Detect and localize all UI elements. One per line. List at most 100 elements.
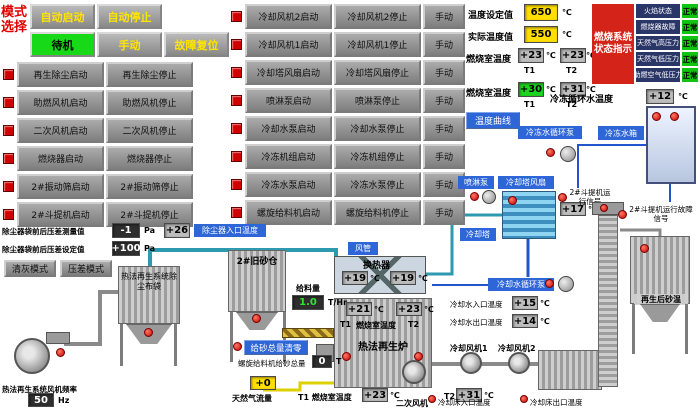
status-dot [252, 314, 261, 323]
spray-pump-start-button[interactable]: 喷淋泵启动 [245, 88, 332, 113]
air-low-pressure-label: 助燃空气低压力 [636, 68, 680, 82]
spray-pump-manual-button[interactable]: 手动 [423, 88, 465, 113]
regen-dust-start-button[interactable]: 再生除尘启动 [17, 62, 104, 87]
heat-exchanger-label: 换热器 [363, 261, 391, 271]
secondary-fan-start-button[interactable]: 二次风机启动 [17, 118, 104, 143]
t1-label: T1 [340, 320, 352, 329]
elevator-start-button[interactable]: 2#斗提机启动 [17, 202, 104, 227]
gas-high-pressure-label: 天然气高压力 [636, 36, 680, 50]
burner-stop-button[interactable]: 燃烧器停止 [106, 146, 193, 171]
secondary-fan-stop-button[interactable]: 二次风机停止 [106, 118, 193, 143]
temp-curve-button[interactable]: 温度曲线 [466, 112, 520, 129]
chilled-pump-label: 冷冻水循环泵 [518, 126, 582, 139]
auto-stop-button[interactable]: 自动停止 [97, 4, 162, 29]
celsius-unit: ℃ [562, 8, 572, 17]
temp-setpoint-value[interactable]: 650 [524, 4, 558, 21]
screw-total-label: 螺旋给料机给砂总量 [238, 359, 306, 368]
hx-t1-value: +19 [342, 271, 368, 285]
tower-outlet-temp-value: +17 [560, 202, 586, 216]
chilled-pump-stop-button[interactable]: 冷冻水泵停止 [334, 172, 421, 197]
regen-silo-hopper [640, 304, 680, 322]
t2-label: T2 [566, 100, 578, 109]
auto-start-button[interactable]: 自动启动 [30, 4, 95, 29]
furnace-t1-value: +21 [346, 302, 372, 316]
chilled-tank-label: 冷冻水箱 [598, 126, 644, 140]
status-dot [508, 196, 517, 205]
screw-total-unit: T [336, 357, 342, 366]
chilled-pump-start-button[interactable]: 冷冻水泵启动 [245, 172, 332, 197]
t1-label: T1 [524, 66, 536, 75]
chilled-water-temp-value: +12 [646, 89, 674, 104]
status-square [3, 125, 14, 136]
air-low-pressure-badge: 正常 [682, 68, 698, 82]
status-dot [652, 112, 661, 121]
status-dot [618, 210, 627, 219]
cooling-water-pump-manual-button[interactable]: 手动 [423, 116, 465, 141]
chiller-stop-button[interactable]: 冷冻机组停止 [334, 144, 421, 169]
status-dot [144, 328, 153, 337]
combustion-fan-stop-button[interactable]: 助燃风机停止 [106, 90, 193, 115]
secondary-fan [402, 360, 426, 384]
furnace-t2-value: +23 [396, 302, 422, 316]
tower-fan-manual-button[interactable]: 手动 [423, 60, 465, 85]
cooling-fan1-manual-button[interactable]: 手动 [423, 32, 465, 57]
spray-pump-stop-button[interactable]: 喷淋泵停止 [334, 88, 421, 113]
combustion-fan-start-button[interactable]: 助燃风机启动 [17, 90, 104, 115]
status-dot [233, 342, 242, 351]
screw-feeder-stop-button[interactable]: 螺旋给料机停止 [334, 200, 421, 225]
status-square [3, 209, 14, 220]
dp-setpoint-value[interactable]: +100 [111, 241, 141, 256]
feed-rate-value: 1.0 [292, 295, 324, 310]
status-dot [545, 279, 554, 288]
flame-status-badge: 正常 [682, 4, 698, 18]
manual-mode-button[interactable]: 手动 [97, 32, 162, 57]
status-dot [558, 193, 567, 202]
feed-total-clear-button[interactable]: 给砂总量清零 [244, 340, 308, 355]
cooling-fan2-stop-button[interactable]: 冷却风机2停止 [334, 4, 421, 29]
cw-pump-label: 冷却水循环泵 [488, 278, 554, 291]
standby-button[interactable]: 待机 [30, 32, 95, 57]
dp-mode-button[interactable]: 压差模式 [60, 260, 112, 277]
status-dot [640, 244, 649, 253]
cooling-fan2-start-button[interactable]: 冷却风机2启动 [245, 4, 332, 29]
mode-panel-title: 模式选择 [0, 5, 27, 35]
screw-feeder-start-button[interactable]: 螺旋给料机启动 [245, 200, 332, 225]
tower-fan-start-button[interactable]: 冷却塔风扇启动 [245, 60, 332, 85]
celsius-unit: ℃ [540, 299, 550, 308]
leg [230, 312, 233, 362]
clean-mode-button[interactable]: 清灰模式 [4, 260, 56, 277]
burner-start-button[interactable]: 燃烧器启动 [17, 146, 104, 171]
elevator-stop-button[interactable]: 2#斗提机停止 [106, 202, 193, 227]
status-dot [520, 395, 528, 403]
chiller-manual-button[interactable]: 手动 [423, 144, 465, 169]
cooling-water-pump-start-button[interactable]: 冷却水泵启动 [245, 116, 332, 141]
gas-flow-value: +0 [250, 376, 276, 390]
leg [685, 304, 688, 354]
cooling-water-pump-stop-button[interactable]: 冷却水泵停止 [334, 116, 421, 141]
celsius-unit: ℃ [546, 51, 556, 60]
hx-t2-value: +19 [390, 271, 416, 285]
cooling-fan1-start-button[interactable]: 冷却风机1启动 [245, 32, 332, 57]
status-square [231, 207, 242, 218]
fault-reset-button[interactable]: 故障复位 [164, 32, 229, 57]
gas-flow-label: 天然气流量 [232, 394, 272, 403]
cooling-fan1-stop-button[interactable]: 冷却风机1停止 [334, 32, 421, 57]
regen-dust-stop-button[interactable]: 再生除尘停止 [106, 62, 193, 87]
vibrating-screen-stop-button[interactable]: 2#振动筛停止 [106, 174, 193, 199]
cooling-fan2-manual-button[interactable]: 手动 [423, 4, 465, 29]
cooling-bed [538, 350, 602, 390]
elevator-fault-label: 2#斗提机运行故障信号 [629, 205, 693, 223]
secondary-fan-label: 二次风机 [396, 399, 428, 408]
tower-fan-stop-button[interactable]: 冷却塔风扇停止 [334, 60, 421, 85]
temp-actual-value: 550 [524, 26, 558, 43]
screw-feeder-manual-button[interactable]: 手动 [423, 200, 465, 225]
dp-measured-label: 除尘器袋前后压差测量值 [2, 227, 85, 236]
chiller-start-button[interactable]: 冷冻机组启动 [245, 144, 332, 169]
vibrating-screen-start-button[interactable]: 2#振动筛启动 [17, 174, 104, 199]
celsius-unit: ℃ [484, 391, 494, 400]
celsius-unit: ℃ [586, 85, 596, 94]
burner-fault-badge: 正常 [682, 20, 698, 34]
t1-label: T1 [524, 100, 536, 109]
